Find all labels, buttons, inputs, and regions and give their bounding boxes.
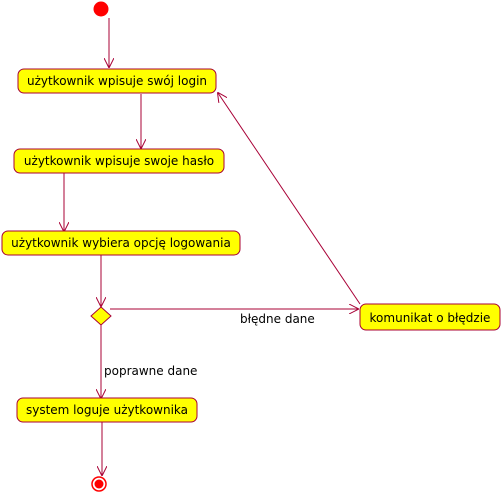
- activity-error-message: komunikat o błędzie: [359, 303, 501, 331]
- start-node: [93, 1, 109, 17]
- activity-choose-login-option-label: użytkownik wybiera opcję logowania: [11, 236, 231, 250]
- edge-label-correct-data: poprawne dane: [104, 364, 197, 378]
- activity-system-logs-in-label: system loguje użytkownika: [26, 403, 188, 417]
- edge-label-wrong-data: błędne dane: [240, 312, 315, 326]
- activity-system-logs-in: system loguje użytkownika: [16, 397, 198, 423]
- activity-choose-login-option: użytkownik wybiera opcję logowania: [1, 230, 241, 256]
- decision-node: [90, 306, 112, 326]
- activity-enter-login-label: użytkownik wpisuje swój login: [27, 74, 207, 88]
- activity-enter-password: użytkownik wpisuje swoje hasło: [13, 148, 225, 174]
- end-node: [91, 476, 107, 492]
- edge-error-to-login: [218, 93, 361, 305]
- activity-error-message-label: komunikat o błędzie: [370, 311, 491, 325]
- activity-enter-login: użytkownik wpisuje swój login: [17, 68, 217, 94]
- activity-enter-password-label: użytkownik wpisuje swoje hasło: [24, 154, 214, 168]
